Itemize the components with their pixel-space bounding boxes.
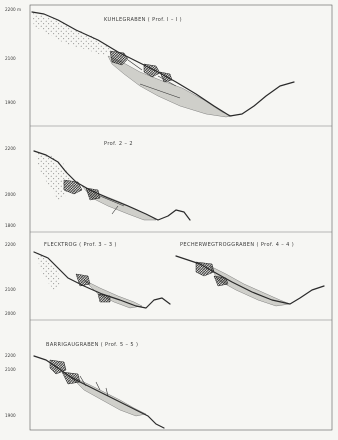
panel-2-tick-low: 1800 (5, 223, 16, 228)
panel-1-dotted-cover (32, 13, 112, 56)
panel-2-hatched-lens-2 (85, 187, 101, 201)
panel-2-layer-line (99, 195, 125, 215)
panel-3: FLECKTROG ( Prof. 3 – 3 ) 2200 2100 2000 (5, 242, 332, 321)
panel-4-sediment-fill (209, 265, 291, 307)
panel-3-tick-top: 2200 (5, 242, 16, 247)
panel-4-hatched-lens-1 (195, 261, 215, 277)
figure-frame (29, 4, 333, 431)
panel-3-tick-mid: 2100 (5, 287, 16, 292)
panel-5-tick-top: 2200 (5, 353, 16, 358)
panel-2-dotted-cover (36, 152, 70, 200)
panel-2-title: Prof. 2 – 2 (104, 141, 133, 147)
panel-1-terrain-profile (31, 11, 295, 117)
panel-3-hatched-lens-1 (75, 273, 91, 287)
panel-1: KUHLEGRABEN ( Prof. I – I ) 2200 m 2100 … (5, 7, 332, 127)
panel-2-terrain-profile (33, 150, 191, 221)
panel-5-tick-mid: 2100 (5, 367, 16, 372)
panel-3-dotted-cover (36, 252, 60, 290)
panel-1-tick-mid: 2100 (5, 56, 16, 61)
panel-5-tick-low: 1900 (5, 413, 16, 418)
panel-3-terrain-profile (33, 251, 171, 309)
panel-5-title: BARRIGAUGRABEN ( Prof. 5 – 5 ) (46, 342, 138, 348)
panel-4: PECHERWEGTROGGRABEN ( Prof. 4 – 4 ) (175, 242, 325, 307)
panel-1-layer-line (127, 59, 181, 99)
panel-5-terrain-profile (33, 355, 165, 429)
panel-4-terrain-profile (175, 255, 325, 305)
panel-1-tick-low: 1900 (5, 100, 16, 105)
panel-3-tick-low: 2000 (5, 311, 16, 316)
panel-2: Prof. 2 – 2 2200 2000 1800 (5, 141, 332, 233)
panel-2-tick-mid: 2000 (5, 192, 16, 197)
panel-3-title: FLECKTROG ( Prof. 3 – 3 ) (44, 242, 117, 248)
panel-1-tick-top: 2200 m (5, 7, 21, 12)
panel-3-sediment-fill (83, 279, 143, 309)
panel-2-tick-top: 2200 (5, 146, 16, 151)
panel-1-title: KUHLEGRABEN ( Prof. I – I ) (104, 17, 182, 23)
panel-1-sediment-fill (107, 55, 233, 118)
panel-5: BARRIGAUGRABEN ( Prof. 5 – 5 ) 2200 2100… (5, 342, 165, 429)
panel-4-title: PECHERWEGTROGGRABEN ( Prof. 4 – 4 ) (180, 242, 294, 248)
